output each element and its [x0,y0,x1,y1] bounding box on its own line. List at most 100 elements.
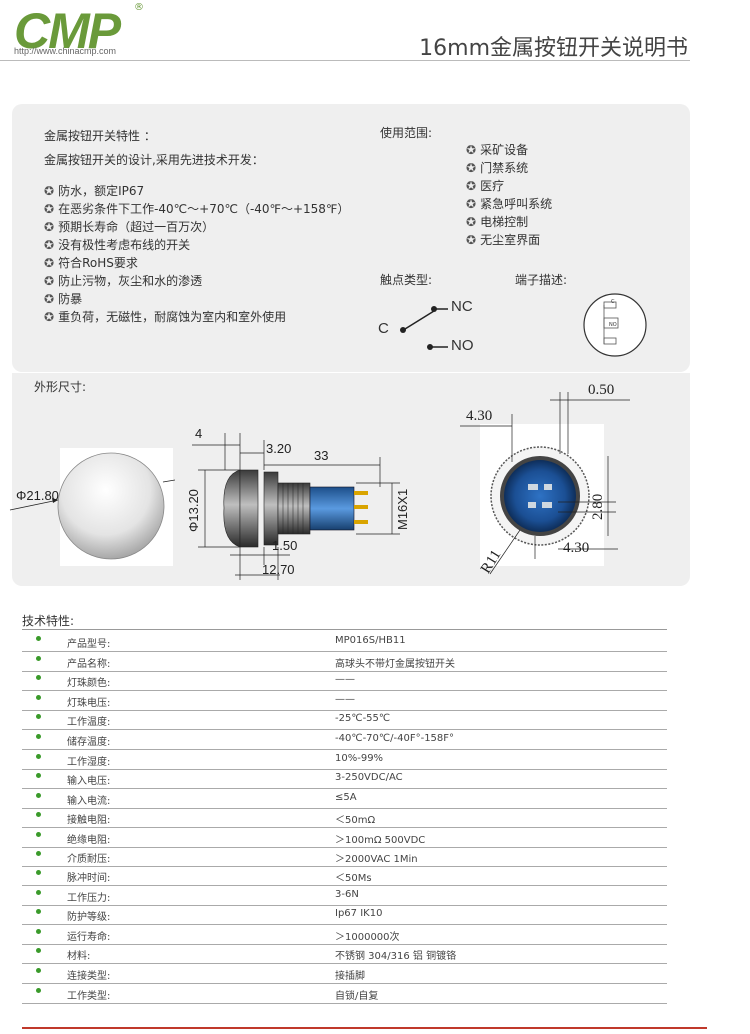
usage-item: ✪门禁系统 [466,159,528,176]
spec-label: 接触电阻: [67,815,111,826]
spec-row: 防护等级:Ip67 IK10 [22,905,667,925]
feature-item-text: 防水，额定IP67 [58,184,145,198]
dim-4-label: 4 [195,426,203,441]
green-dot-icon [36,929,41,934]
feature-item-text: 重负荷，无磁性，耐腐蚀为室内和室外使用 [58,310,287,324]
star-bullet-icon: ✪ [44,292,55,306]
spec-label: 输入电压: [67,776,111,787]
spec-value: ＞100mΩ 500VDC [335,835,426,846]
spec-value: -40℃-70℃/-40F°-158F° [335,733,455,744]
feature-item: ✪防暴 [44,290,82,307]
spec-value: 不锈钢 304/316 铝 铜镀铬 [335,951,457,962]
green-dot-icon [36,948,41,953]
feature-item: ✪防止污物，灰尘和水的渗透 [44,272,202,289]
spec-value: 高球头不带灯金属按钮开关 [335,659,455,670]
contact-diagram [400,306,448,350]
dim-3-20-label: 3.20 [266,441,292,456]
spec-value: MP016S/HB11 [335,635,406,646]
spec-value: ＞2000VAC 1Min [335,854,418,865]
dim-0-50-label: 0.50 [588,382,615,398]
feature-item: ✪重负荷，无磁性，耐腐蚀为室内和室外使用 [44,308,286,325]
rear-view-drawing [460,392,630,575]
dim-4-30-bottom-label: 4.30 [563,540,590,556]
star-bullet-icon: ✪ [44,202,55,216]
green-dot-icon [36,968,41,973]
contact-type-title: 触点类型: [380,273,433,287]
panel-divider [12,372,690,373]
spec-value: 接插脚 [335,971,365,982]
green-dot-icon [36,832,41,837]
usage-item-text: 紧急呼叫系统 [480,197,553,211]
usage-item-text: 电梯控制 [480,215,529,229]
spec-row: 材料:不锈钢 304/316 铝 铜镀铬 [22,944,667,964]
spec-row: 连接类型:接插脚 [22,964,667,984]
spec-row: 介质耐压: ＞2000VAC 1Min [22,847,667,867]
spec-value: 自锁/自复 [335,991,379,1002]
spec-value: 3-250VDC/AC [335,772,403,783]
feature-item: ✪防水，额定IP67 [44,182,144,199]
spec-value: ＞1000000次 [335,932,400,943]
side-view-drawing [192,433,400,580]
spec-value: ＜50mΩ [335,815,376,826]
contact-c-label: C [378,320,389,337]
spec-row: 输入电压: 3-250VDC/AC [22,769,667,789]
terminal-desc-title: 端子描述: [515,273,568,287]
registered-mark: ® [134,2,144,13]
feature-item-text: 预期长寿命（超过一百万次） [58,220,215,234]
star-bullet-icon: ✪ [44,238,55,252]
brand-logo: CMP [14,3,121,59]
green-dot-icon [36,988,41,993]
spec-label: 灯珠颜色: [67,678,111,689]
green-dot-icon [36,636,41,641]
spec-row: 灯珠颜色: —— [22,671,667,691]
spec-row: 输入电流: ≤5A [22,789,667,809]
feature-item: ✪预期长寿命（超过一百万次） [44,218,214,235]
usage-item: ✪医疗 [466,177,504,194]
usage-item-text: 采矿设备 [480,143,529,157]
spec-row: 工作类型: 自锁/自复 [22,984,667,1004]
spec-row: 脉冲时间: ＜50Ms [22,866,667,886]
spec-label: 脉冲时间: [67,873,111,884]
front-view-drawing [9,448,175,566]
spec-title: 技术特性: [22,614,75,628]
spec-value: ＜50Ms [335,873,372,884]
spec-label: 产品名称: [67,659,111,670]
green-dot-icon [36,675,41,680]
spec-label: 工作湿度: [67,757,111,768]
spec-label: 工作类型: [67,991,111,1002]
usage-item: ✪无尘室界面 [466,231,540,248]
dim-1-50-label: 1.50 [272,538,298,553]
star-bullet-icon: ✪ [466,197,477,211]
spec-row: 产品名称: 高球头不带灯金属按钮开关 [22,652,667,672]
spec-label: 灯珠电压: [67,698,111,709]
green-dot-icon [36,714,41,719]
feature-item-text: 在恶劣条件下工作-40℃～+70℃（-40℉～+158℉） [58,202,350,216]
spec-row: 灯珠电压:—— [22,691,667,711]
star-bullet-icon: ✪ [466,143,477,157]
spec-value: ≤5A [335,792,357,803]
green-dot-icon [36,909,41,914]
spec-row: 工作温度:-25℃-55℃ [22,710,667,730]
spec-top-rule [22,629,667,630]
spec-row: 产品型号:MP016S/HB11 [22,632,667,652]
green-dot-icon [36,773,41,778]
header-rule [0,60,690,61]
spec-label: 输入电流: [67,796,111,807]
contact-nc-label: NC [451,298,473,315]
spec-value: —— [335,674,355,685]
dim-2-80-label: 2.80 [590,493,606,520]
green-dot-icon [36,734,41,739]
spec-label: 运行寿命: [67,932,111,943]
spec-row: 工作湿度:10%-99% [22,750,667,770]
footer-rule [22,1027,707,1029]
spec-label: 介质耐压: [67,854,111,865]
spec-row: 接触电阻: ＜50mΩ [22,808,667,828]
usage-item-text: 无尘室界面 [480,233,541,247]
features-title: 金属按钮开关特性 ： [44,129,156,143]
spec-row: 绝缘电阻:＞100mΩ 500VDC [22,828,667,848]
spec-row: 运行寿命: ＞1000000次 [22,925,667,945]
green-dot-icon [36,812,41,817]
green-dot-icon [36,870,41,875]
green-dot-icon [36,851,41,856]
green-dot-icon [36,890,41,895]
